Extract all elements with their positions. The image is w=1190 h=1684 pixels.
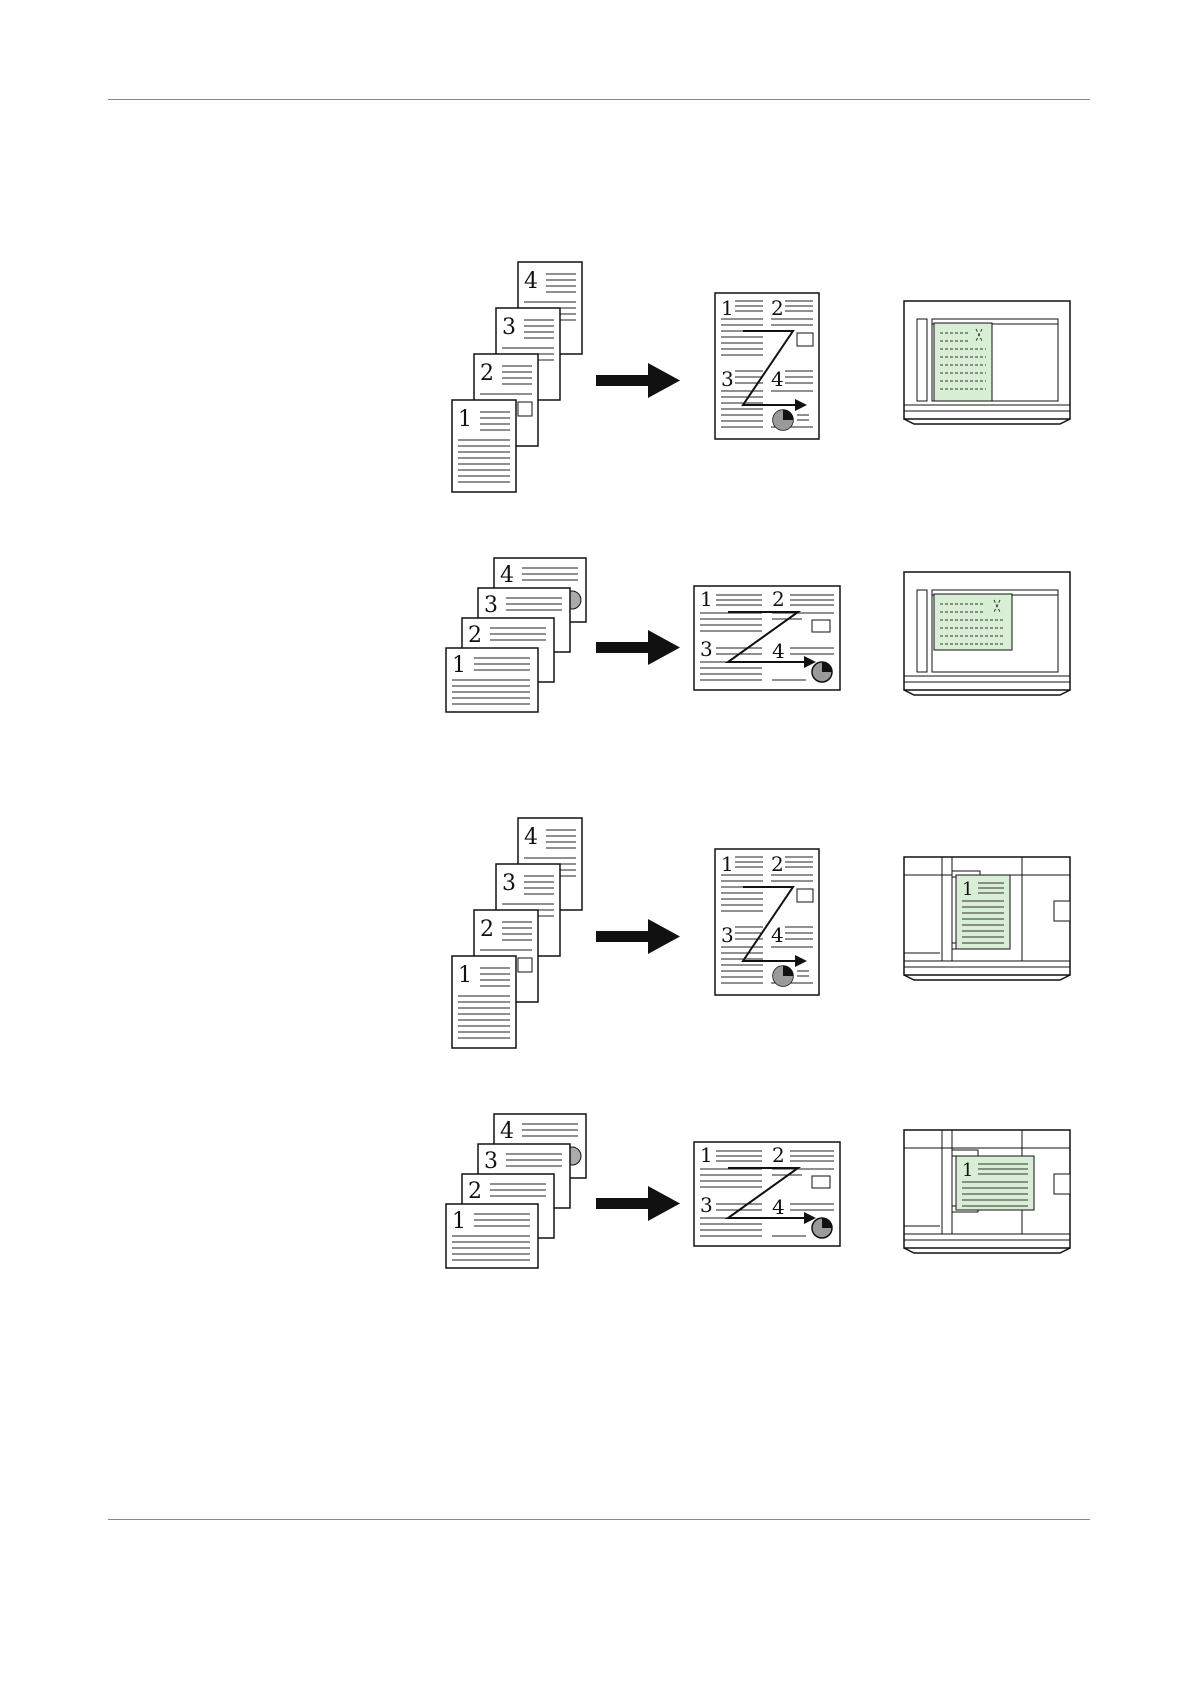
page-number: 4: [524, 269, 538, 294]
combine-diagram-landscape-feeder: 4 3 2 1: [445, 1113, 1071, 1269]
page-number: 1: [458, 407, 472, 432]
layout-label: 4: [771, 367, 784, 391]
original-stack: 4 3 2 1: [445, 557, 587, 713]
figure-portrait-feeder: 4 3 2 1: [440, 816, 1090, 1056]
original-stack: 4 3 2 1: [451, 817, 583, 1049]
arrow-right-icon: [596, 919, 680, 954]
combined-page: 1 2 3 4: [693, 1141, 841, 1247]
page-number: 4: [524, 825, 538, 850]
combine-diagram-portrait-feeder: 4 3 2 1: [451, 817, 1071, 1049]
page-number: 3: [502, 871, 516, 896]
original-stack: 4 3 2 1: [451, 261, 583, 493]
page-number: 2: [468, 1179, 482, 1204]
layout-label: 4: [772, 639, 785, 663]
page-number: 3: [502, 315, 516, 340]
header-rule: [108, 99, 1090, 100]
page-number: 1: [458, 963, 472, 988]
platen-glass-icon: [903, 571, 1071, 696]
combined-page: 1 2 3 4: [714, 292, 820, 440]
combine-diagram-portrait-platen: 4 3 2 1: [451, 261, 1071, 493]
page-number: 4: [500, 563, 514, 588]
layout-label: 3: [700, 637, 713, 661]
page-number: 1: [452, 1209, 466, 1234]
original-page-1: 1: [445, 647, 539, 713]
placed-page-number: 1: [962, 1160, 973, 1181]
placed-page-number: 1: [962, 879, 973, 900]
arrow-right-icon: [596, 630, 680, 665]
arrow-right-icon: [596, 363, 680, 398]
layout-label: 2: [771, 852, 784, 876]
layout-label: 2: [772, 1143, 785, 1167]
original-page-1: 1: [445, 1203, 539, 1269]
footer-rule: [108, 1519, 1090, 1520]
layout-label: 4: [772, 1195, 785, 1219]
figure-landscape-platen: 4 3 2 1: [440, 557, 1090, 718]
layout-label: 1: [721, 296, 734, 320]
combined-page: 1 2 3 4: [693, 585, 841, 691]
page-number: 3: [484, 593, 498, 618]
layout-label: 2: [772, 587, 785, 611]
page-number: 4: [500, 1119, 514, 1144]
layout-label: 3: [721, 923, 734, 947]
layout-label: 1: [721, 852, 734, 876]
layout-label: 1: [700, 1143, 713, 1167]
original-stack: 4 3 2 1: [445, 1113, 587, 1269]
combine-diagram-landscape-platen: 4 3 2 1: [445, 557, 1071, 713]
platen-glass-icon: [903, 300, 1071, 425]
figure-portrait-platen: 4 3 2 1: [440, 260, 1090, 500]
page-number: 2: [480, 917, 494, 942]
layout-label: 1: [700, 587, 713, 611]
document-processor-icon: 1: [903, 1129, 1071, 1254]
arrow-right-icon: [596, 1186, 680, 1221]
layout-label: 3: [721, 367, 734, 391]
original-page-1: 1: [451, 955, 517, 1049]
original-page-1: 1: [451, 399, 517, 493]
combined-page: 1 2 3 4: [714, 848, 820, 996]
page-number: 1: [452, 653, 466, 678]
layout-label: 4: [771, 923, 784, 947]
layout-label: 3: [700, 1193, 713, 1217]
page-number: 2: [480, 361, 494, 386]
page-number: 2: [468, 623, 482, 648]
document-processor-icon: 1: [903, 856, 1071, 981]
layout-label: 2: [771, 296, 784, 320]
figure-landscape-feeder: 4 3 2 1: [440, 1113, 1090, 1274]
page-number: 3: [484, 1149, 498, 1174]
